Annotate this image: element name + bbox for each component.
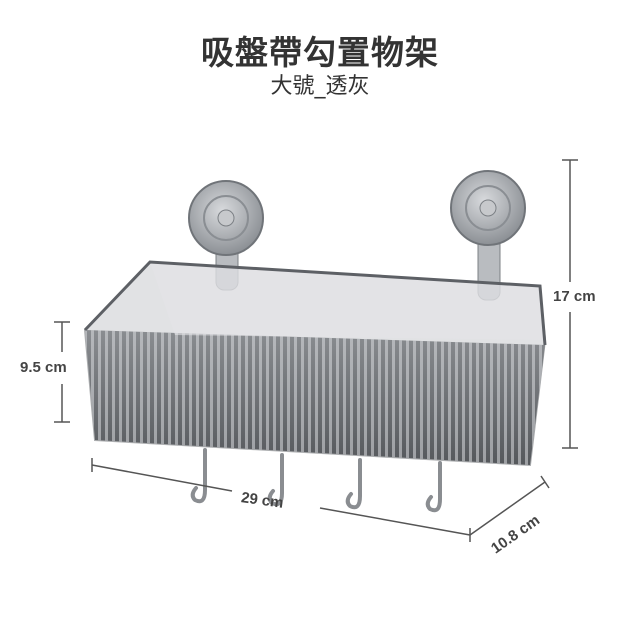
hook-3: [345, 458, 362, 510]
suction-cup-left: [188, 180, 264, 291]
basket: [83, 260, 547, 467]
dimension-label-height-total: 17 cm: [553, 288, 596, 305]
dimension-label-height-basket: 9.5 cm: [20, 359, 67, 376]
product-title: 吸盤帶勾置物架: [201, 33, 439, 72]
suction-cup-right: [450, 170, 526, 301]
hook-2: [267, 453, 284, 507]
hook-1: [190, 448, 207, 504]
dimension-line-10-8cm: [469, 475, 550, 536]
hook-4: [425, 461, 442, 513]
dimension-line-9-5cm: [54, 321, 70, 423]
product-subtitle: 大號_透灰: [270, 74, 370, 99]
dimension-line-17cm: [562, 159, 578, 449]
